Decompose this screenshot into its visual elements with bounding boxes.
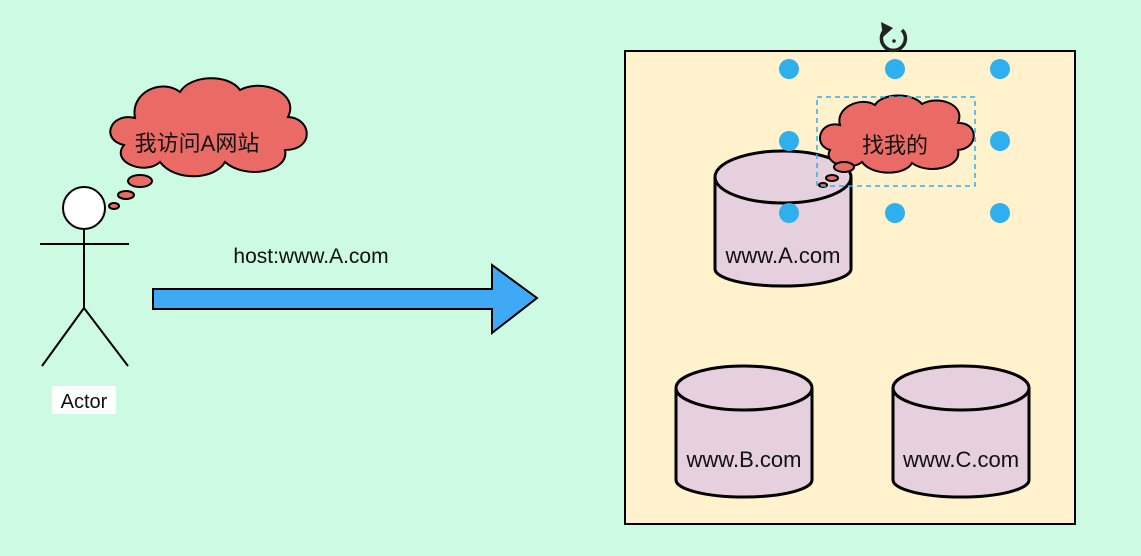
- resize-handle-sw[interactable]: [779, 203, 799, 223]
- selection-box: [816, 96, 976, 187]
- actor-thought-bubble[interactable]: [108, 77, 308, 210]
- resize-handle-e[interactable]: [990, 131, 1010, 151]
- resize-handle-n[interactable]: [885, 59, 905, 79]
- actor-label: Actor: [61, 391, 108, 413]
- server-thought-bubble[interactable]: [818, 94, 975, 188]
- rotate-icon[interactable]: [879, 22, 908, 53]
- resize-handle-w[interactable]: [779, 131, 799, 151]
- resize-handle-se[interactable]: [990, 203, 1010, 223]
- actor-figure[interactable]: [40, 186, 129, 367]
- resize-handle-ne[interactable]: [990, 59, 1010, 79]
- server-b-label: www.B.com: [686, 447, 802, 472]
- request-arrow[interactable]: [152, 263, 539, 336]
- request-label: host:www.A.com: [233, 245, 388, 268]
- server-cylinder-b[interactable]: [674, 364, 814, 499]
- resize-handle-s[interactable]: [885, 203, 905, 223]
- actor-label-bg: [52, 386, 116, 414]
- server-cylinder-c[interactable]: [891, 364, 1031, 499]
- server-a-label: www.A.com: [725, 243, 841, 268]
- server-c-label: www.C.com: [902, 447, 1019, 472]
- actor-thought-text: 我访问A网站: [135, 131, 260, 156]
- server-thought-text: 找我的: [862, 133, 928, 158]
- resize-handle-nw[interactable]: [779, 59, 799, 79]
